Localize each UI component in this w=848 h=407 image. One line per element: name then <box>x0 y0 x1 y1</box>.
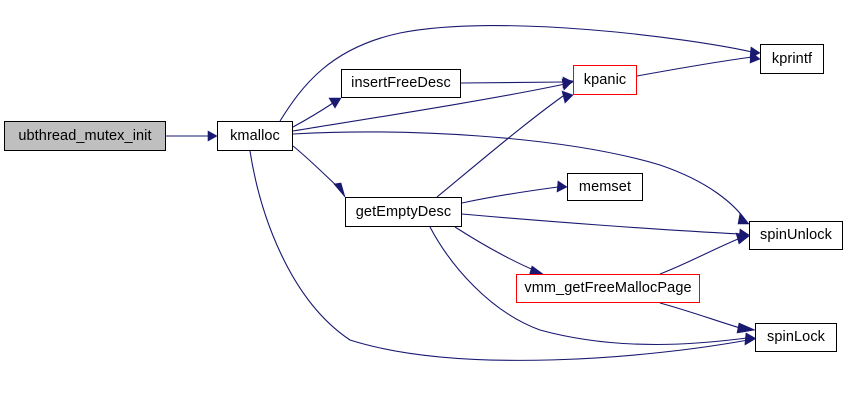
graph-node-label: getEmptyDesc <box>355 203 452 220</box>
graph-node-kmalloc[interactable]: kmalloc <box>217 121 293 151</box>
edge-getEmptyDesc-to-spinUnlock <box>461 213 741 235</box>
arrowhead-ubthread_mutex_init->kmalloc <box>207 130 218 142</box>
graph-node-vmm_getFreeMallocPage[interactable]: vmm_getFreeMallocPage <box>516 274 700 303</box>
graph-node-getEmptyDesc[interactable]: getEmptyDesc <box>345 197 462 227</box>
graph-node-label: vmm_getFreeMallocPage <box>524 280 692 297</box>
graph-node-spinUnlock[interactable]: spinUnlock <box>749 221 843 250</box>
graph-node-label: kmalloc <box>230 127 280 144</box>
graph-node-ubthread_mutex_init[interactable]: ubthread_mutex_init <box>4 121 166 151</box>
arrowhead-getEmptyDesc->memset <box>556 180 568 193</box>
arrowhead-kmalloc->insertFreeDesc <box>328 97 342 109</box>
arrowhead-kpanic->kprintf <box>749 51 761 64</box>
graph-node-label: kpanic <box>583 71 627 88</box>
graph-node-label: kprintf <box>771 50 813 67</box>
graph-node-kprintf[interactable]: kprintf <box>760 44 824 74</box>
graph-node-label: spinLock <box>766 329 826 346</box>
arrowhead-vmm_getFreeMallocPage->spinLock <box>736 322 757 334</box>
edge-kmalloc-to-spinLock <box>249 150 749 361</box>
edge-vmm_getFreeMallocPage-to-spinLock <box>659 302 741 329</box>
edge-kmalloc-to-kprintf <box>279 24 753 122</box>
edge-getEmptyDesc-to-memset <box>461 186 559 204</box>
arrowhead-insertFreeDesc->kpanic <box>562 76 574 89</box>
graph-node-label: spinUnlock <box>760 227 832 244</box>
graph-node-label: insertFreeDesc <box>351 75 451 92</box>
graph-node-memset[interactable]: memset <box>567 173 643 201</box>
edge-getEmptyDesc-to-vmm_getFreeMallocPage <box>454 226 537 272</box>
graph-node-insertFreeDesc[interactable]: insertFreeDesc <box>341 69 461 98</box>
arrowhead-vmm_getFreeMallocPage->spinUnlock <box>735 232 750 245</box>
arrowhead-kmalloc->getEmptyDesc <box>333 182 346 198</box>
arrowhead-kmalloc->spinUnlock <box>737 212 750 225</box>
graph-node-label: memset <box>578 178 632 195</box>
edge-kmalloc-to-spinUnlock <box>292 131 747 222</box>
edge-getEmptyDesc-to-kpanic <box>436 95 564 198</box>
edge-getEmptyDesc-to-spinLock <box>429 226 748 346</box>
graph-node-spinLock[interactable]: spinLock <box>755 323 837 352</box>
arrowhead-getEmptyDesc->kpanic <box>561 90 574 104</box>
edge-kmalloc-to-insertFreeDesc <box>292 102 334 128</box>
edge-kmalloc-to-kpanic <box>292 83 566 132</box>
graph-node-kpanic[interactable]: kpanic <box>573 65 637 95</box>
arrowhead-getEmptyDesc->spinLock <box>744 333 756 346</box>
edge-vmm_getFreeMallocPage-to-spinUnlock <box>659 238 739 275</box>
graph-node-label: ubthread_mutex_init <box>18 127 152 144</box>
edge-kpanic-to-kprintf <box>636 56 753 77</box>
edge-kmalloc-to-getEmptyDesc <box>292 145 340 189</box>
edge-insertFreeDesc-to-kpanic <box>460 81 564 84</box>
